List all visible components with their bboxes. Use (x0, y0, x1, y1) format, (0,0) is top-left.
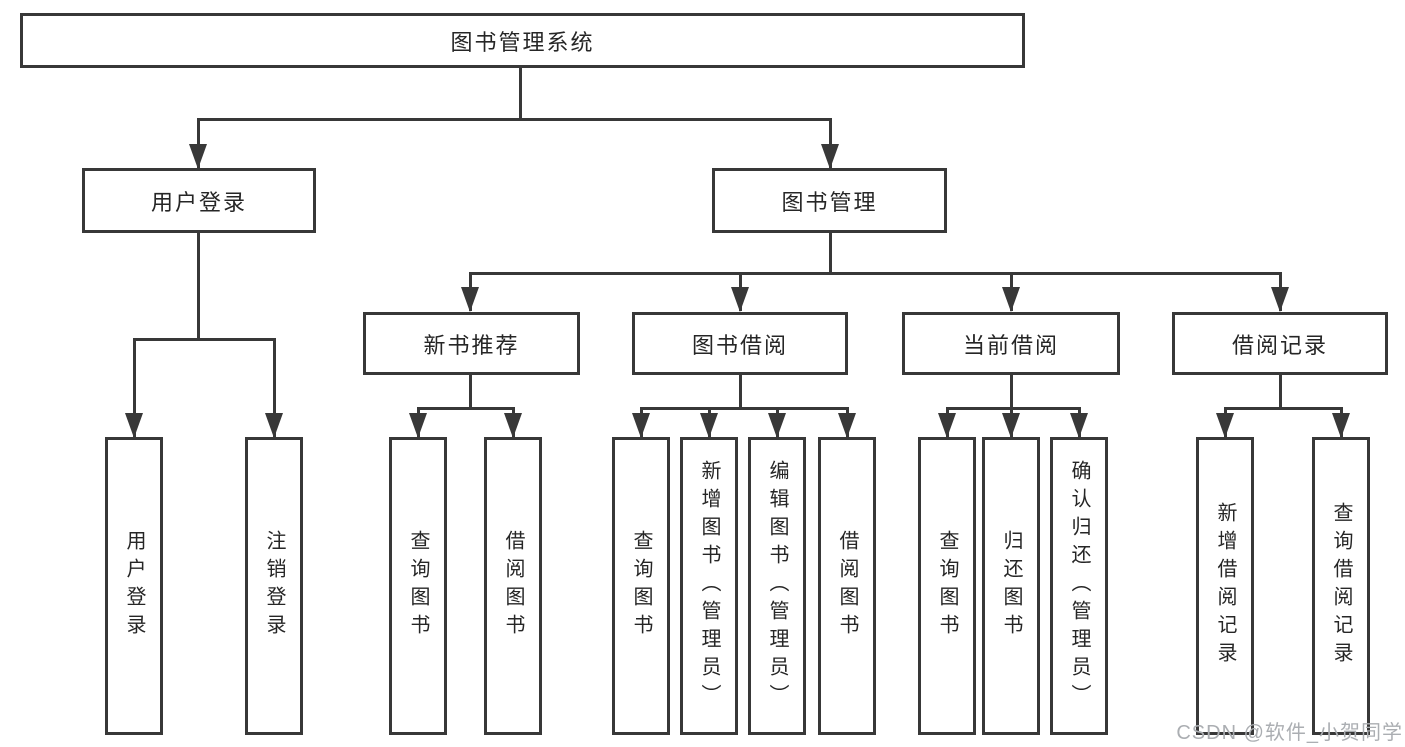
connector-level1-rail (197, 118, 832, 121)
node-new-book-recommendation-label: 新书推荐 (423, 332, 520, 358)
node-bb-add-books-admin: 新增图书（管理员） (680, 437, 738, 735)
arrowhead-nb-query (409, 413, 427, 438)
connector-borrowing-records-subrail (1224, 407, 1343, 410)
node-bb-add-books-admin-label: 新增图书（管理员） (698, 460, 720, 712)
arrowhead-br-add (1216, 413, 1234, 438)
node-borrowing-records: 借阅记录 (1172, 312, 1388, 375)
node-current-borrowing: 当前借阅 (902, 312, 1120, 375)
node-bb-query-books: 查询图书 (612, 437, 670, 735)
connector-root-stem (519, 68, 522, 118)
node-cb-return-books-label: 归还图书 (1000, 530, 1022, 642)
arrowhead-login-action (125, 413, 143, 438)
node-cb-query-books: 查询图书 (918, 437, 976, 735)
node-nb-query-books-label: 查询图书 (407, 530, 429, 642)
node-bb-query-books-label: 查询图书 (630, 530, 652, 642)
connector-book-borrowing-subrail (640, 407, 849, 410)
node-new-book-recommendation: 新书推荐 (363, 312, 580, 375)
arrowhead-cb-query (938, 413, 956, 438)
arrowhead-current-borrowing (1002, 287, 1020, 312)
node-br-query-record-label: 查询借阅记录 (1330, 502, 1352, 670)
node-bb-borrow-books: 借阅图书 (818, 437, 876, 735)
csdn-watermark: CSDN @软件_小贺同学 (1176, 722, 1403, 744)
arrowhead-logout (265, 413, 283, 438)
connector-stem-logout (273, 341, 276, 437)
arrowhead-cb-return (1002, 413, 1020, 438)
node-br-add-record: 新增借阅记录 (1196, 437, 1254, 735)
node-user-login: 用户登录 (82, 168, 316, 233)
arrowhead-book-management (821, 144, 839, 169)
node-book-management-label: 图书管理 (781, 189, 878, 215)
node-cb-confirm-return-admin: 确认归还（管理员） (1050, 437, 1108, 735)
node-bb-edit-books-admin: 编辑图书（管理员） (748, 437, 806, 735)
node-nb-borrow-books: 借阅图书 (484, 437, 542, 735)
connector-user-login-stem (197, 233, 200, 338)
node-nb-borrow-books-label: 借阅图书 (502, 530, 524, 642)
node-book-borrowing: 图书借阅 (632, 312, 848, 375)
node-cb-query-books-label: 查询图书 (936, 530, 958, 642)
connector-book-management-stem (829, 233, 832, 272)
node-book-management: 图书管理 (712, 168, 947, 233)
arrowhead-new-book-recommendation (461, 287, 479, 312)
connector-book-management-rail (469, 272, 1282, 275)
connector-new-book-stem (469, 375, 472, 407)
node-cb-confirm-return-admin-label: 确认归还（管理员） (1068, 460, 1090, 712)
arrowhead-nb-borrow (504, 413, 522, 438)
node-nb-query-books: 查询图书 (389, 437, 447, 735)
node-cb-return-books: 归还图书 (982, 437, 1040, 735)
node-user-login-label: 用户登录 (150, 189, 247, 215)
connector-new-book-rail (417, 407, 515, 410)
arrowhead-borrowing-records (1271, 287, 1289, 312)
node-user-login-action: 用户登录 (105, 437, 163, 735)
node-library-management-system-label: 图书管理系统 (450, 29, 595, 55)
arrowhead-user-login (189, 144, 207, 169)
node-borrowing-records-label: 借阅记录 (1231, 332, 1328, 358)
arrowhead-book-borrowing (731, 287, 749, 312)
node-logout: 注销登录 (245, 437, 303, 735)
node-current-borrowing-label: 当前借阅 (962, 332, 1059, 358)
arrowhead-bb-query (632, 413, 650, 438)
arrowhead-bb-borrow (838, 413, 856, 438)
node-logout-label: 注销登录 (263, 530, 285, 642)
node-book-borrowing-label: 图书借阅 (691, 332, 788, 358)
connector-book-borrowing-substem (739, 375, 742, 407)
connector-current-borrowing-substem (1010, 375, 1013, 407)
arrowhead-bb-add (700, 413, 718, 438)
connector-stem-login-action (133, 341, 136, 437)
node-br-query-record: 查询借阅记录 (1312, 437, 1370, 735)
node-br-add-record-label: 新增借阅记录 (1214, 502, 1236, 670)
node-user-login-action-label: 用户登录 (123, 530, 145, 642)
connector-current-borrowing-subrail (946, 407, 1081, 410)
arrowhead-cb-confirm (1070, 413, 1088, 438)
arrowhead-br-query (1332, 413, 1350, 438)
connector-borrowing-records-substem (1279, 375, 1282, 407)
node-bb-borrow-books-label: 借阅图书 (836, 530, 858, 642)
arrowhead-bb-edit (768, 413, 786, 438)
node-library-management-system: 图书管理系统 (20, 13, 1025, 68)
node-bb-edit-books-admin-label: 编辑图书（管理员） (766, 460, 788, 712)
connector-user-login-rail (133, 338, 276, 341)
